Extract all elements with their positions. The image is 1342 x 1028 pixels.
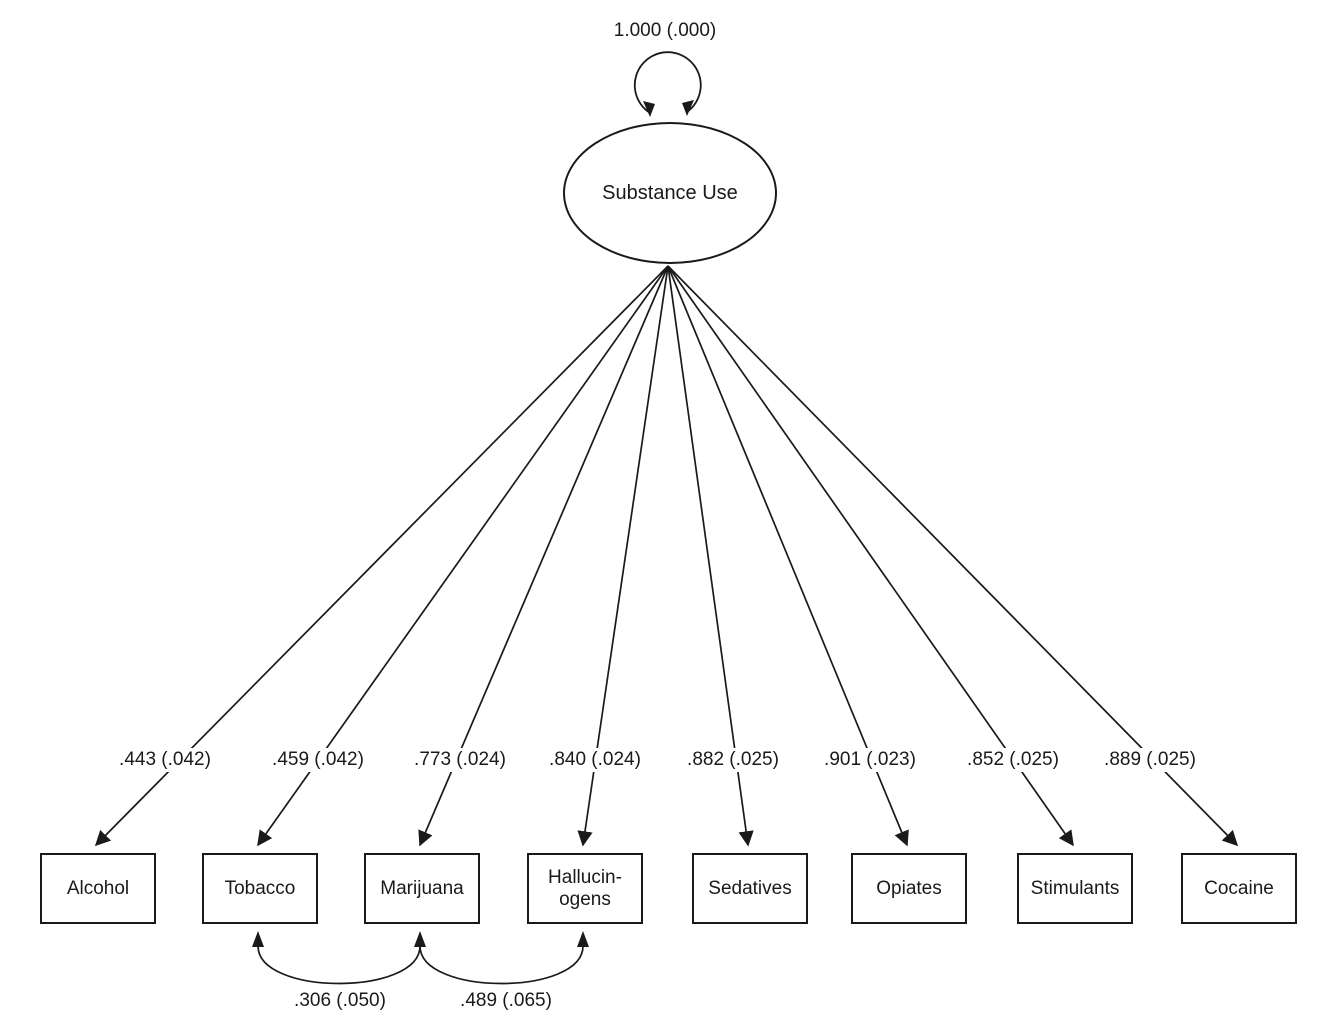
loading-label-hallucinogens: .840 (.024)	[545, 748, 645, 772]
residual-covariance-paths	[252, 931, 589, 985]
indicator-label: Stimulants	[1030, 877, 1120, 899]
indicator-label: Alcohol	[66, 877, 130, 899]
arrowhead	[252, 931, 264, 947]
loading-label-alcohol: .443 (.042)	[115, 748, 215, 772]
arrowhead	[577, 931, 589, 947]
latent-variance-label: 1.000 (.000)	[609, 19, 721, 43]
loading-label-sedatives: .882 (.025)	[683, 748, 783, 772]
loading-label-marijuana: .773 (.024)	[410, 748, 510, 772]
latent-factor-label: Substance Use	[602, 181, 738, 204]
arrowhead	[682, 100, 694, 116]
indicator-box-cocaine: Cocaine	[1181, 853, 1297, 924]
indicator-label: Cocaine	[1204, 877, 1274, 899]
indicator-box-sedatives: Sedatives	[692, 853, 808, 924]
indicator-label: Sedatives	[708, 877, 792, 899]
loading-label-tobacco: .459 (.042)	[268, 748, 368, 772]
latent-factor: Substance Use	[563, 122, 777, 264]
loading-label-stimulants: .852 (.025)	[963, 748, 1063, 772]
latent-variance-loop	[633, 51, 702, 117]
indicator-box-opiates: Opiates	[851, 853, 967, 924]
indicator-box-hallucinogens: Hallucin-ogens	[527, 853, 643, 924]
loading-label-opiates: .901 (.023)	[820, 748, 920, 772]
indicator-label: Marijuana	[380, 877, 464, 899]
indicator-box-tobacco: Tobacco	[202, 853, 318, 924]
indicator-label: Tobacco	[224, 877, 296, 899]
indicator-label: Hallucin-ogens	[548, 866, 622, 910]
residual-covariance-label-tobacco-marijuana: .306 (.050)	[290, 989, 390, 1013]
loading-label-cocaine: .889 (.025)	[1100, 748, 1200, 772]
indicator-box-marijuana: Marijuana	[364, 853, 480, 924]
indicator-label: Opiates	[876, 877, 942, 899]
arrowhead	[414, 931, 426, 947]
indicator-box-stimulants: Stimulants	[1017, 853, 1133, 924]
residual-covariance-label-marijuana-hallucinogens: .489 (.065)	[456, 989, 556, 1013]
arrowhead	[643, 101, 655, 117]
indicator-box-alcohol: Alcohol	[40, 853, 156, 924]
